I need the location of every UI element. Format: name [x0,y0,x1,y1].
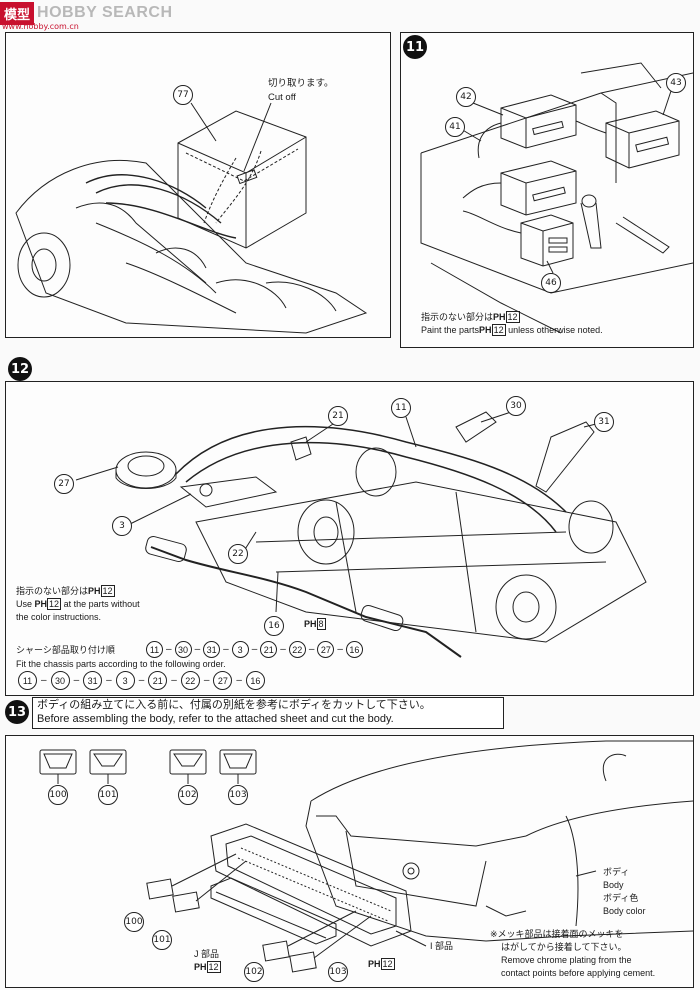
part-number-27: 27 [54,474,74,494]
chrome-note-en2: contact points before applying cement. [501,968,656,978]
order-separator: – [236,675,242,686]
order-step-22: 22 [180,671,200,690]
order-sequence: 11–30–31–3–21–22–27–16 [18,671,265,690]
step13-notice: ボディの組み立てに入る前に、付属の別紙を参考にボディをカットして下さい。 Bef… [32,697,504,729]
body-label-jp: ボディ [603,867,630,877]
order-step-16: 16 [245,671,265,690]
lower-part-100: 100 [124,912,144,932]
order-step-31: 31 [203,641,221,658]
step-badge-13: 13 [5,700,29,724]
order-separator: – [308,644,315,655]
order-step-22: 22 [288,641,306,658]
part-number-16: 16 [264,616,284,636]
order-step-21: 21 [260,641,278,658]
order-separator: – [194,644,201,655]
order-separator: – [138,675,145,686]
order-separator: – [223,644,229,655]
order-step-21: 21 [148,671,168,690]
order-step-30: 30 [174,641,192,658]
body-label-en: Body [603,880,624,890]
order-separator: – [106,675,112,686]
order-separator: – [73,675,80,686]
top-part-102: 102 [178,785,198,805]
lower-part-102: 102 [244,962,264,982]
order-step-3: 3 [231,641,249,658]
site-logo: 模型 HOBBY SEARCH [0,0,173,26]
order-separator: – [280,644,286,655]
step12-note-en2: the color instructions. [16,612,102,622]
order-step-30: 30 [50,671,70,690]
cut-off-en: Cut off [268,92,296,103]
top-part-103: 103 [228,785,248,805]
order-step-27: 27 [317,641,335,658]
logo-url: www.hobby.com.cn [2,22,79,31]
part-number-31: 31 [594,412,614,432]
chassis-interior-drawing [6,33,390,337]
chrome-note-en1: Remove chrome plating from the [501,955,632,965]
part-number-22: 22 [228,544,248,564]
order-title-en: Fit the chassis parts according to the f… [16,659,226,669]
part-number-43: 43 [666,73,686,93]
i-part-label: I 部品 [430,941,454,951]
order-separator: – [251,644,258,655]
order-separator: – [337,644,343,655]
part-number-77: 77 [173,85,193,105]
top-part-101: 101 [98,785,118,805]
panel-cut-off: 77 切り取ります。 Cut off [5,32,391,338]
top-part-100: 100 [48,785,68,805]
order-separator: – [203,675,210,686]
logo-mark: 模型 [0,1,35,25]
step-badge-11: 11 [403,35,427,59]
order-step-27: 27 [213,671,233,690]
part-number-21: 21 [328,406,348,426]
j-part-label: J 部品 [194,949,220,959]
cut-off-jp: 切り取ります。 [268,78,334,89]
notice-jp: ボディの組み立てに入る前に、付属の別紙を参考にボディをカットして下さい。 [37,699,431,711]
order-separator: – [41,675,47,686]
part-number-11: 11 [391,398,411,418]
chassis-exhaust-drawing [6,382,693,695]
body-color-jp: ボディ色 [603,893,639,903]
order-step-31: 31 [83,671,103,690]
order-step-16: 16 [345,641,363,658]
lower-part-103: 103 [328,962,348,982]
order-step-3: 3 [115,671,135,690]
lower-part-101: 101 [152,930,172,950]
order-title-jp: シャーシ部品取り付け順 [16,645,115,655]
chrome-note-jp2: はがしてから接着して下さい。 [501,942,627,952]
order-step-11: 11 [18,671,37,690]
order-step-11: 11 [146,641,163,658]
step-badge-12: 12 [8,357,32,381]
body-color-en: Body color [603,906,646,916]
order-sequence-inline: 11–30–31–3–21–22–27–16 [146,641,363,658]
part-number-46: 46 [541,273,561,293]
front-grille-drawing [6,736,693,987]
part-number-41: 41 [445,117,465,137]
console-audio-drawing [401,33,693,347]
part-number-30: 30 [506,396,526,416]
notice-en: Before assembling the body, refer to the… [37,713,394,725]
chrome-note-jp1: ※メッキ部品は接着面のメッキを [490,929,624,939]
logo-text: HOBBY SEARCH [37,4,173,21]
part-number-3: 3 [112,516,132,536]
order-separator: – [166,644,172,655]
order-separator: – [171,675,177,686]
part-number-42: 42 [456,87,476,107]
